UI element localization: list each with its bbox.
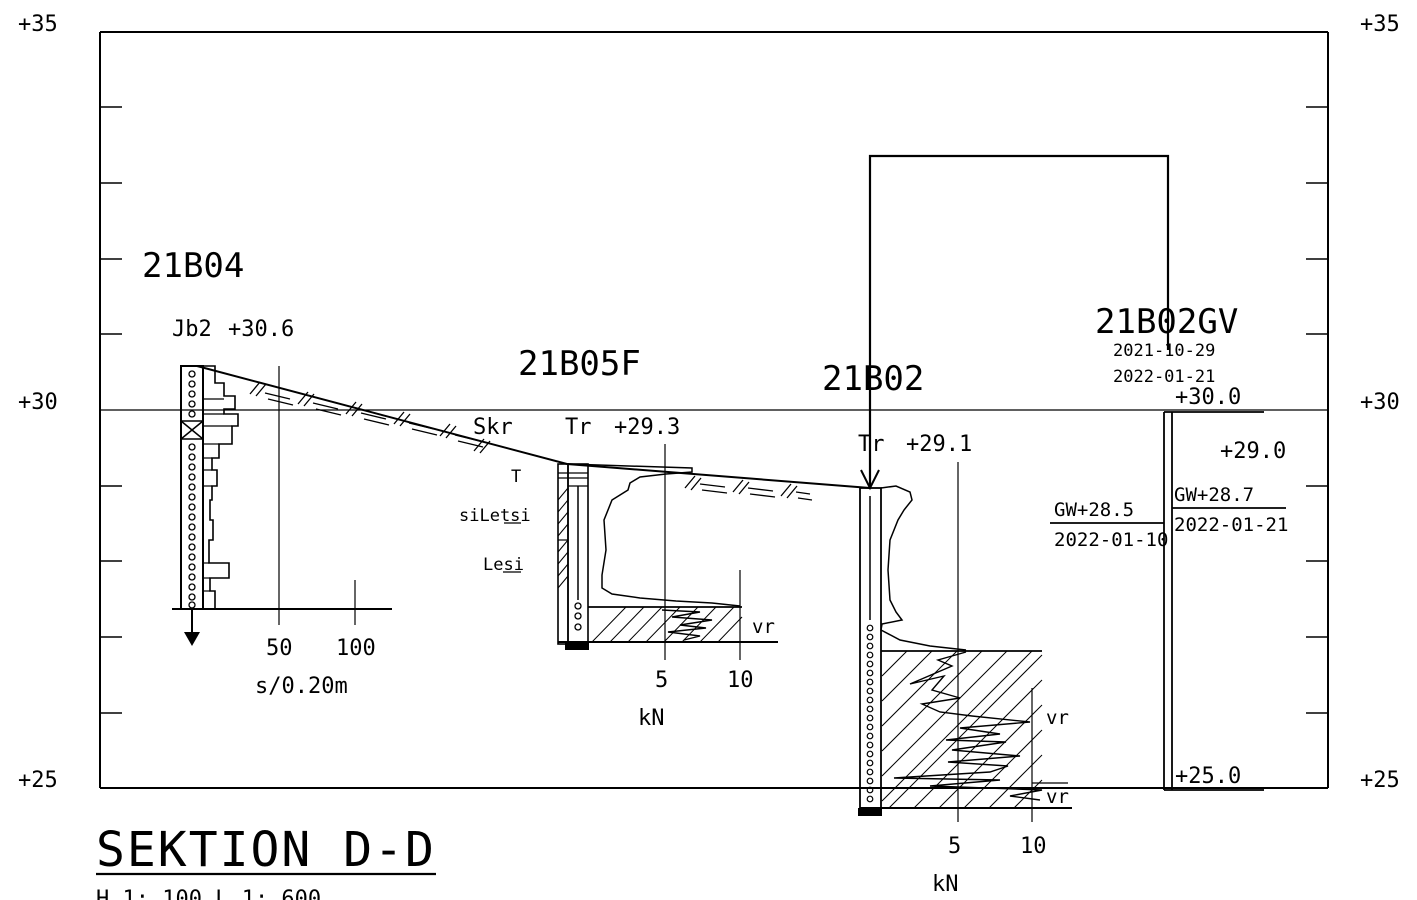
borehole-21b02-level: +29.1 [906,432,972,457]
borehole-21b02-name: 21B02 [822,359,924,399]
section-scale: H 1: 100 L 1: 600 [96,887,321,900]
borehole-21b05f-tick-10: 10 [727,668,754,693]
elev-label-right-35: +35 [1360,12,1400,37]
groundwater-right-level: GW+28.7 [1174,484,1254,506]
borehole-21b02gv-bottom-level: +25.0 [1175,764,1241,789]
borehole-21b02-refusal-2: vr [1046,786,1069,808]
borehole-21b05f-level: +29.3 [614,415,680,440]
borehole-21b02-tick-10: 10 [1020,834,1047,859]
borehole-21b02-tick-5: 5 [948,834,961,859]
ground-surface-line [196,365,871,489]
borehole-21b02-log [858,469,882,816]
soil-label-siletsi: siLetsi [459,506,531,526]
borehole-21b04-stop-arrow [184,632,200,646]
borehole-21b02gv-top-level: +30.0 [1175,385,1241,410]
borehole-21b04-name: 21B04 [142,246,244,286]
borehole-21b05f-tick-5: 5 [655,668,668,693]
borehole-21b05f-unit: kN [638,706,665,731]
groundwater-right-date: 2022-01-21 [1174,514,1288,536]
elev-label-left-25: +25 [18,768,58,793]
borehole-21b04-tick-50: 50 [266,636,293,661]
borehole-21b02-unit: kN [932,872,959,897]
borehole-21b02gv-date-1: 2021-10-29 [1113,341,1215,361]
borehole-21b02-chart [860,462,1072,822]
borehole-21b02gv-ground-level: +29.0 [1220,439,1286,464]
borehole-21b02gv-name: 21B02GV [1095,302,1238,342]
ground-hatch-marks [249,381,813,501]
borehole-21b05f-chart [558,444,778,660]
borehole-21b02gv-date-2: 2022-01-21 [1113,367,1215,387]
borehole-21b02gv-pipe [1163,411,1264,791]
groundwater-left-date: 2022-01-10 [1054,529,1168,551]
borehole-21b04-tick-100: 100 [336,636,376,661]
borehole-21b04-log [180,365,204,646]
soil-label-t: T [511,467,521,487]
soil-label-lesi: Lesi [483,555,524,575]
section-title: SEKTION D-D [96,822,436,878]
elev-label-left-30: +30 [18,390,58,415]
borehole-21b04-level: +30.6 [228,317,294,342]
borehole-21b05f-log [557,463,589,650]
borehole-21b05f-method: Tr [565,415,592,440]
elev-label-right-25: +25 [1360,768,1400,793]
borehole-21b04-circles [188,370,196,609]
borehole-21b04-histogram [203,365,239,609]
borehole-21b05f-name: 21B05F [518,344,641,384]
elev-label-left-35: +35 [18,12,58,37]
soil-label-skr: Skr [473,415,513,440]
groundwater-left-level: GW+28.5 [1054,499,1134,521]
borehole-21b02-method: Tr [858,432,885,457]
borehole-21b02-connector [868,154,1170,486]
borehole-21b02-refusal-1: vr [1046,707,1069,729]
borehole-21b05f-refusal: vr [752,616,775,638]
elev-label-right-30: +30 [1360,390,1400,415]
drawing-frame [99,31,1329,789]
borehole-21b04-unit: s/0.20m [255,674,348,699]
borehole-21b04-axis [172,366,392,625]
borehole-21b04-method: Jb2 [172,317,212,342]
elevation-ticks [100,106,1328,714]
